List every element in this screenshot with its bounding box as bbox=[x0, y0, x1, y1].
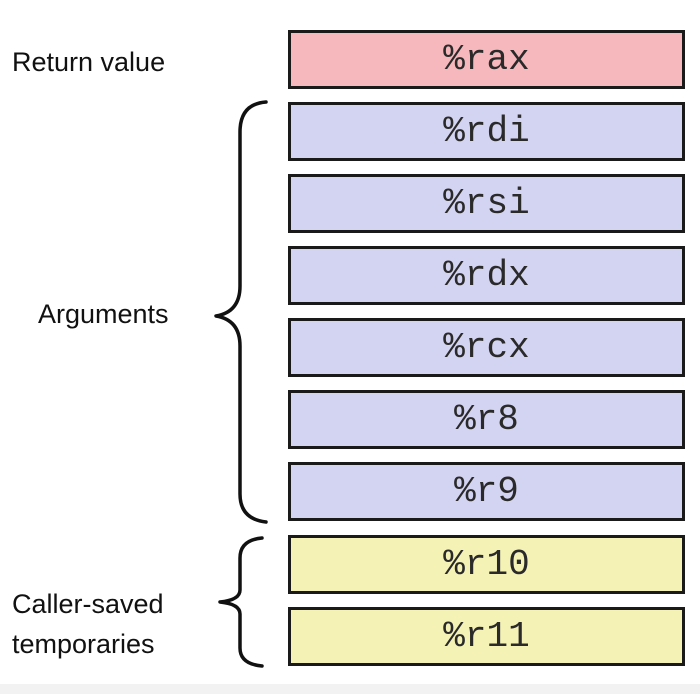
register-rax: %rax bbox=[288, 30, 685, 89]
caller-saved-brace bbox=[218, 536, 264, 668]
label-caller-saved-line1: Caller-saved bbox=[12, 589, 164, 619]
label-caller-saved-line2: temporaries bbox=[12, 629, 155, 659]
register-r8: %r8 bbox=[288, 390, 685, 449]
label-arguments: Arguments bbox=[38, 299, 169, 329]
register-r11: %r11 bbox=[288, 607, 685, 666]
label-caller-saved-temporaries: Caller-saved temporaries bbox=[12, 584, 164, 664]
register-rcx: %rcx bbox=[288, 318, 685, 377]
register-rsi: %rsi bbox=[288, 174, 685, 233]
arguments-brace bbox=[214, 100, 268, 524]
label-return-value: Return value bbox=[12, 47, 166, 77]
register-rdx: %rdx bbox=[288, 246, 685, 305]
register-rdi: %rdi bbox=[288, 102, 685, 161]
register-r9: %r9 bbox=[288, 462, 685, 521]
bottom-strip bbox=[0, 684, 700, 694]
register-r10: %r10 bbox=[288, 535, 685, 594]
